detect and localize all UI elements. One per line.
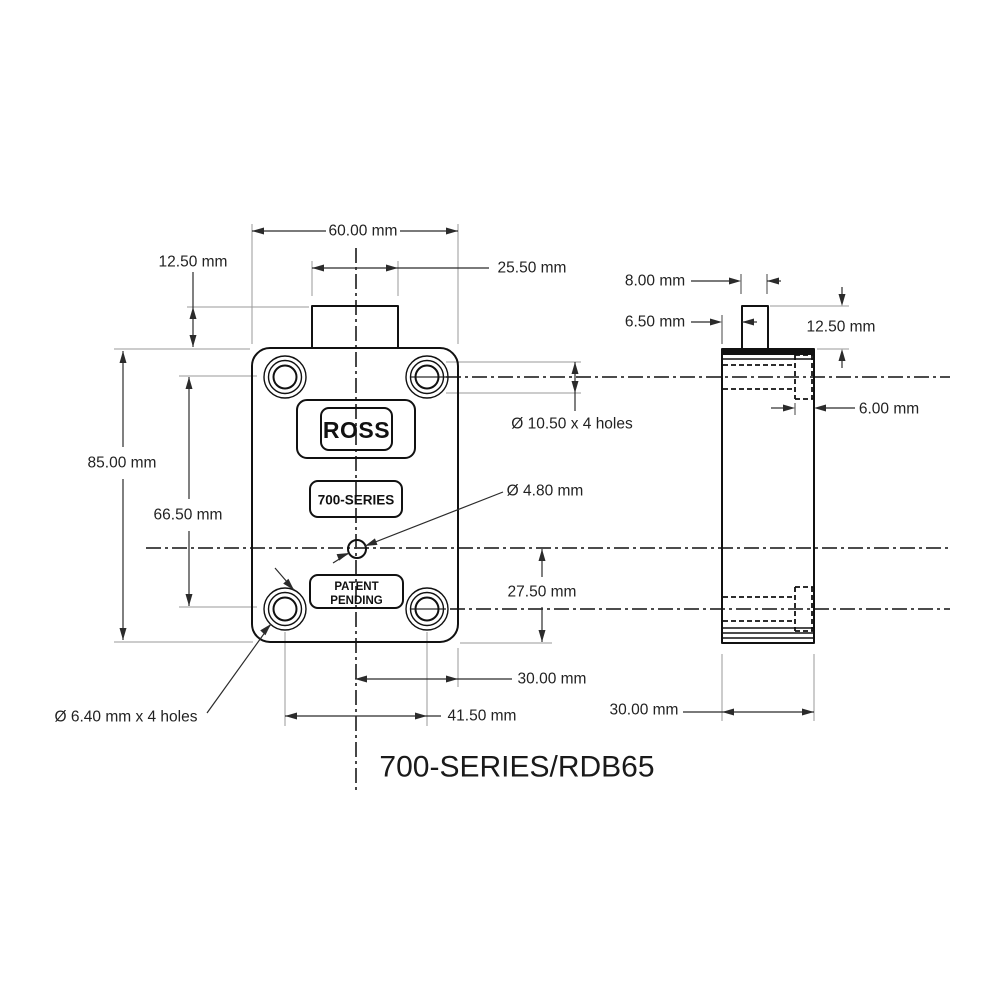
series-plate: [309, 480, 403, 518]
brand-label: ROSS: [323, 417, 390, 443]
dim-front-top-holes: Ø 10.50 x 4 holes: [511, 416, 633, 433]
hidden-hole-lines: [723, 354, 813, 632]
side-top-plate: [722, 348, 814, 355]
dim-side-tab-width: 8.00 mm: [625, 273, 685, 290]
brand-plate-outer: [296, 399, 416, 459]
side-top-tab: [741, 305, 769, 348]
patent-label-line2: PENDING: [330, 595, 382, 607]
dim-front-height: 85.00 mm: [88, 455, 157, 472]
part-labels: ROSS 700-SERIES PATENT PENDING: [318, 417, 395, 607]
mount-hole-top-right: [405, 355, 449, 399]
dimension-arrowheads: [119, 227, 846, 720]
series-label: 700-SERIES: [318, 493, 395, 508]
dim-side-cbore-depth: 6.00 mm: [859, 401, 919, 418]
side-body-outline: [721, 348, 815, 644]
dim-front-center-to-bottom: 27.50 mm: [508, 584, 577, 601]
front-view: [251, 305, 459, 643]
dim-front-center-to-edge: 30.00 mm: [518, 671, 587, 688]
mount-hole-bottom-left: [263, 587, 307, 631]
patent-plate: [309, 574, 404, 609]
drawing-title: 700-SERIES/RDB65: [379, 751, 654, 784]
dim-side-tab-offset: 6.50 mm: [625, 314, 685, 331]
dim-side-tab-height: 12.50 mm: [807, 319, 876, 336]
side-view: [721, 305, 815, 644]
mount-hole-top-left: [263, 355, 307, 399]
centerlines: [146, 248, 950, 790]
dim-front-center-hole: Ø 4.80 mm: [507, 483, 584, 500]
dim-front-width: 60.00 mm: [329, 223, 398, 240]
front-body-outline: [251, 347, 459, 643]
dim-front-tab-height: 12.50 mm: [159, 254, 228, 271]
dim-front-tab-width: 25.50 mm: [498, 260, 567, 277]
center-hole: [347, 539, 367, 559]
dim-front-bottom-holes: Ø 6.40 mm x 4 holes: [54, 709, 197, 726]
patent-label-line1: PATENT: [334, 581, 378, 593]
dimension-labels: 60.00 mm 12.50 mm 25.50 mm Ø 10.50 x 4 h…: [54, 223, 919, 726]
front-top-tab: [311, 305, 399, 348]
dim-front-hole-span-h: 41.50 mm: [448, 708, 517, 725]
dim-side-depth: 30.00 mm: [610, 702, 679, 719]
mount-hole-bottom-right: [405, 587, 449, 631]
brand-plate-inner: [320, 407, 393, 451]
dim-front-hole-span-v: 66.50 mm: [154, 507, 223, 524]
extension-lines: [114, 224, 849, 726]
